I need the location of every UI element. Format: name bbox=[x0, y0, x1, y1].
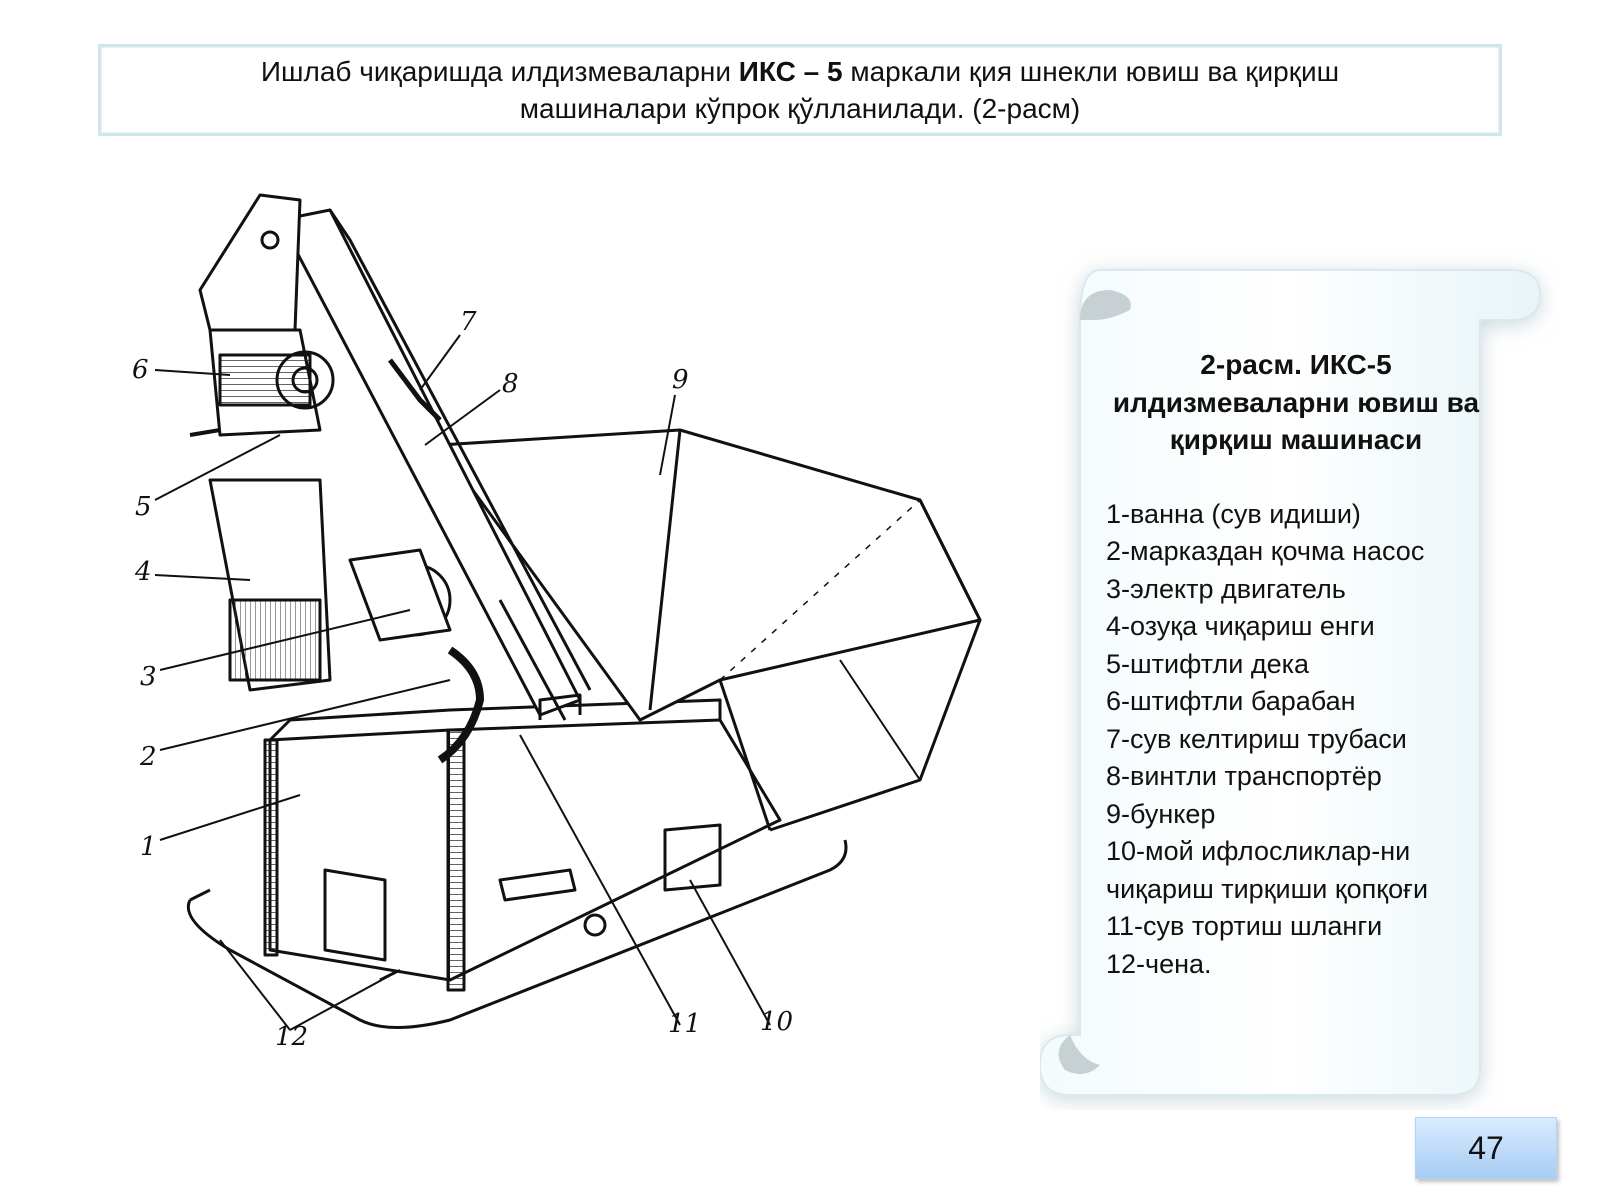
legend-item: 1-ванна (сув идиши) bbox=[1106, 498, 1361, 529]
legend-item: 4-озуқа чиқариш енги bbox=[1106, 611, 1375, 641]
figure-label-10: 10 bbox=[760, 1007, 793, 1037]
header-line-1: Ишлаб чиқаришда илдизмеваларни ИКС – 5 м… bbox=[261, 53, 1339, 90]
figure-label-2: 2 bbox=[139, 742, 157, 772]
legend-item: 3-электр двигатель bbox=[1106, 573, 1346, 604]
caption-scroll bbox=[1040, 269, 1542, 1096]
header-text-2: маркали қия шнекли ювиш ва қирқиш bbox=[842, 56, 1340, 87]
figure-caption-title: 2-расм. ИКС-5 илдизмеваларни ювиш ва қир… bbox=[1112, 349, 1480, 455]
legend-item: 8-винтли транспортёр bbox=[1106, 761, 1382, 791]
legend-item: 11-сув тортиш шланги bbox=[1106, 911, 1383, 941]
legend-item: 9-бункер bbox=[1106, 798, 1216, 829]
legend-item: 6-штифтли барабан bbox=[1106, 686, 1356, 716]
legend-item: 10-мой ифлосликлар-ни чиқариш тирқиши қо… bbox=[1106, 836, 1429, 904]
legend-list: 1-ванна (сув идиши) 2-марказдан қочма на… bbox=[1106, 496, 1486, 984]
page-number: 47 bbox=[1415, 1117, 1557, 1179]
header-line-2: машиналари кўпрок қўлланилади. (2-расм) bbox=[519, 93, 1081, 124]
header-bold-model: ИКС – 5 bbox=[738, 56, 843, 87]
legend-item: 2-марказдан қочма насос bbox=[1106, 536, 1425, 566]
legend-item: 12-чена. bbox=[1106, 948, 1212, 979]
figure-label-11: 11 bbox=[668, 1009, 701, 1039]
figure-label-9: 9 bbox=[672, 365, 689, 395]
figure-label-6: 6 bbox=[132, 355, 149, 385]
figure-label-4: 4 bbox=[134, 557, 152, 587]
figure-label-5: 5 bbox=[135, 492, 152, 522]
legend-item: 5-штифтли дека bbox=[1106, 648, 1310, 679]
figure-label-1: 1 bbox=[140, 832, 157, 862]
caption-text: 2-расм. ИКС-5 илдизмеваларни ювиш ва қир… bbox=[1106, 346, 1486, 983]
legend-item: 7-сув келтириш трубаси bbox=[1106, 723, 1407, 754]
figure-label-12: 12 bbox=[275, 1022, 308, 1052]
header-box: Ишлаб чиқаришда илдизмеваларни ИКС – 5 м… bbox=[98, 44, 1502, 136]
machine-illustration: 1 2 3 4 5 6 7 8 9 10 11 12 bbox=[132, 193, 982, 1052]
figure-label-8: 8 bbox=[502, 369, 519, 399]
figure-label-3: 3 bbox=[140, 662, 157, 692]
header-text-1: Ишлаб чиқаришда илдизмеваларни bbox=[260, 56, 739, 87]
figure-label-7: 7 bbox=[460, 307, 477, 337]
